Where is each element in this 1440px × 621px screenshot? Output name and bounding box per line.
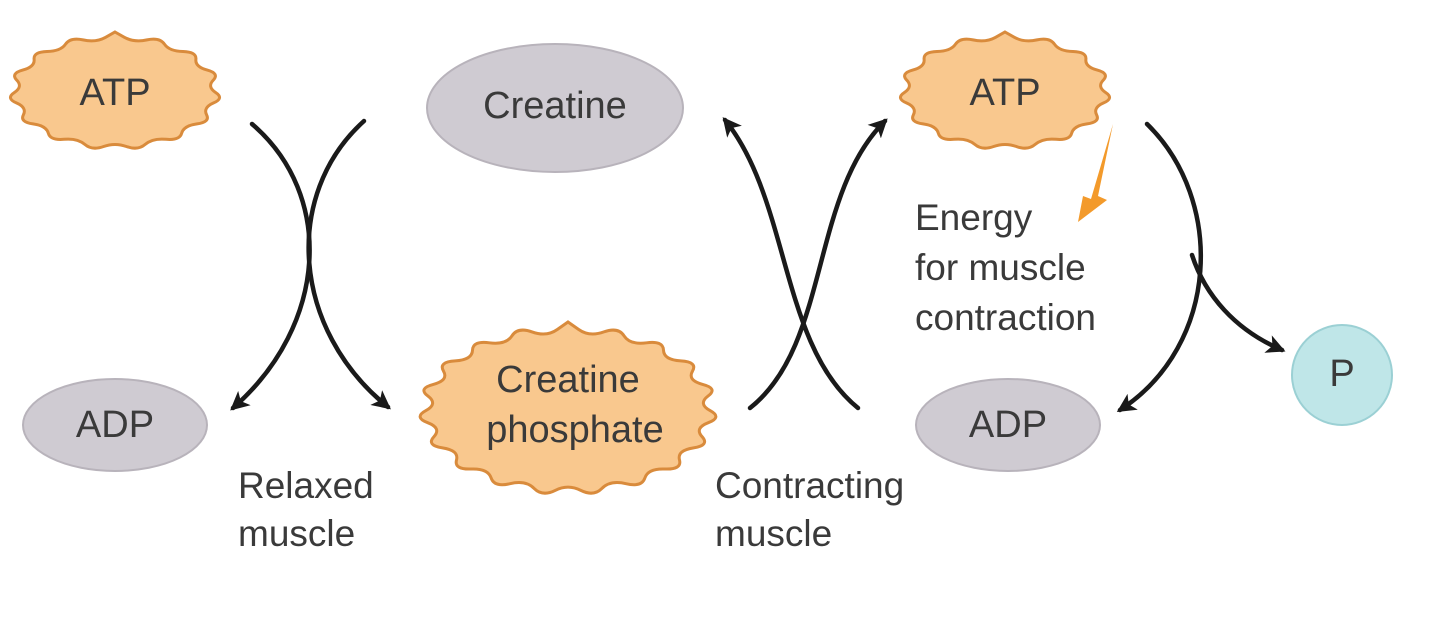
phosphate-node: P — [1291, 324, 1393, 426]
adp-right-ellipse — [915, 378, 1101, 472]
arrow-creatine-to-creatine-phosphate — [306, 118, 391, 410]
creatine-phosphate-label-line1: Creatine — [496, 359, 640, 401]
creatine-node: Creatine — [426, 43, 684, 173]
creatine-phosphate-label-line2: phosphate — [486, 409, 664, 451]
relaxed-muscle-caption-line1: Relaxed — [238, 465, 374, 506]
adp-right-node: ADP — [915, 378, 1101, 472]
adp-left-node: ADP — [22, 378, 208, 472]
creatine-label: Creatine — [483, 85, 627, 127]
energy-caption-line1: Energy — [915, 197, 1033, 238]
atp-right-starburst — [899, 30, 1111, 150]
atp-right-label: ATP — [969, 72, 1040, 114]
arrow-atp-to-adp-right — [1116, 121, 1204, 413]
creatine-ellipse — [426, 43, 684, 173]
atp-left-node: ATP — [9, 30, 221, 150]
adp-left-ellipse — [22, 378, 208, 472]
phosphate-circle — [1291, 324, 1393, 426]
arrow-atp-to-phosphate — [1189, 252, 1286, 353]
atp-left-label: ATP — [79, 72, 150, 114]
adp-right-label: ADP — [969, 404, 1047, 446]
atp-left-starburst — [9, 30, 221, 150]
creatine-phosphate-starburst — [418, 320, 718, 495]
arrow-creatine-phosphate-to-creatine — [722, 117, 861, 411]
energy-arrow-icon — [1078, 124, 1113, 222]
energy-caption-line3: contraction — [915, 297, 1096, 338]
creatine-phosphate-node: Creatine phosphate — [418, 320, 718, 495]
arrow-adp-to-atp-contracting — [747, 118, 888, 411]
contracting-muscle-caption-line2: muscle — [715, 513, 832, 554]
adp-left-label: ADP — [76, 404, 154, 446]
relaxed-muscle-caption-line2: muscle — [238, 513, 355, 554]
contracting-muscle-caption-line1: Contracting — [715, 465, 904, 506]
phosphate-label: P — [1329, 353, 1354, 395]
arrow-atp-to-adp-relaxed — [230, 121, 312, 411]
atp-right-node: ATP — [899, 30, 1111, 150]
energy-caption-line2: for muscle — [915, 247, 1086, 288]
